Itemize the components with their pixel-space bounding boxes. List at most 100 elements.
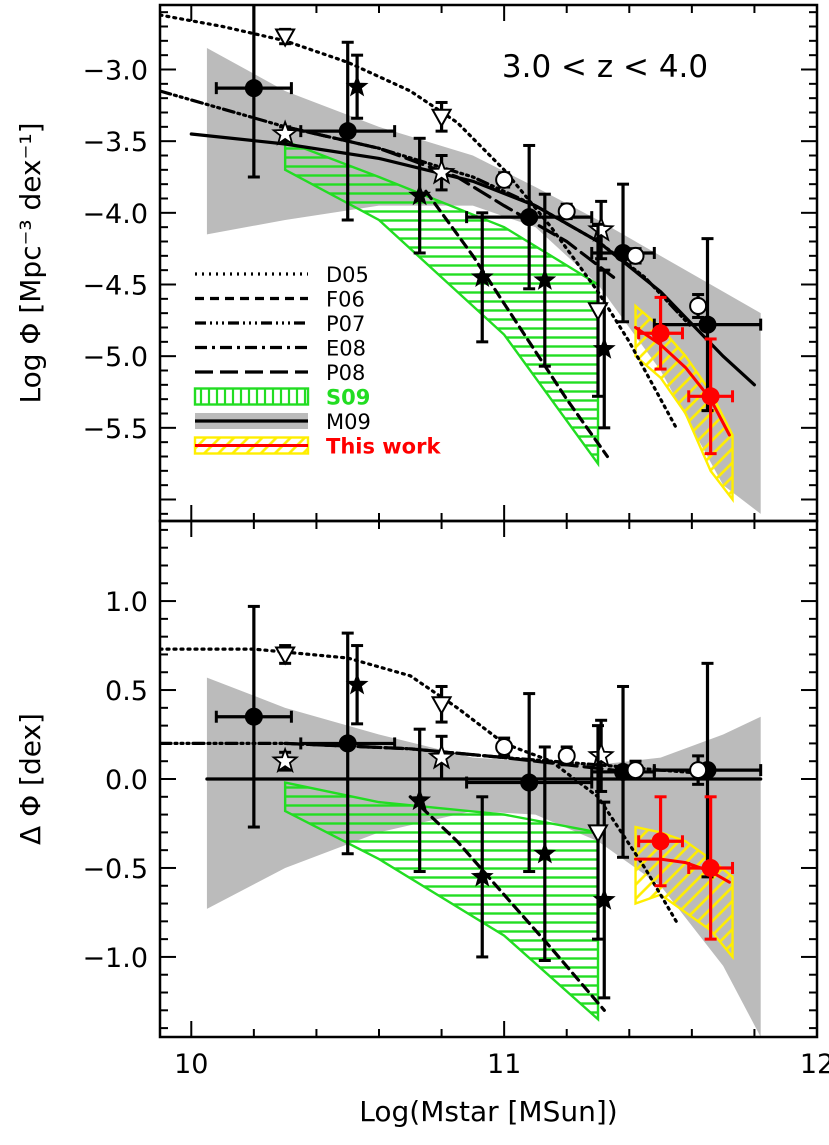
- legend-item-d05: D05: [195, 263, 369, 287]
- legend-label: D05: [326, 263, 369, 287]
- bottom-point-black-filled-stars-3: [533, 745, 557, 962]
- marker: [587, 741, 615, 768]
- top-point-black-filled-stars-0: [345, 53, 369, 120]
- bottom-point-black-filled-stars-0: [345, 644, 369, 726]
- marker: [701, 858, 720, 877]
- x-tick-label: 12: [800, 1049, 829, 1080]
- marker: [587, 824, 609, 844]
- plot-area: [160, 604, 763, 1037]
- marker: [587, 215, 615, 242]
- plot-area: [160, 5, 763, 514]
- bottom-point-black-filled-stars-4: [592, 800, 616, 1000]
- y-tick-label: 0.5: [105, 676, 148, 707]
- legend-label: P07: [326, 312, 365, 336]
- top-point-open-circles-1: [557, 202, 576, 221]
- marker: [274, 28, 296, 48]
- y-tick-label: 1.0: [105, 587, 148, 618]
- bottom-point-open-circles-0: [495, 736, 514, 758]
- bottom-curve-f06: [408, 795, 606, 1012]
- legend-item-p07: P07: [195, 312, 365, 336]
- bottom-y-axis-label: Δ Φ [dex]: [14, 713, 47, 845]
- y-tick-label: −1.0: [82, 943, 148, 974]
- marker: [244, 79, 263, 98]
- legend-item-m09: M09: [195, 410, 371, 434]
- legend-item-p08: P08: [195, 361, 365, 385]
- top-point-black-filled-stars-4: [592, 268, 616, 430]
- marker: [274, 646, 296, 666]
- top-point-open-circles-3: [689, 293, 708, 319]
- bottom-point-open-stars-1: [427, 734, 456, 781]
- marker: [427, 158, 456, 185]
- legend-item-s09: S09: [193, 386, 370, 410]
- legend-label: F06: [326, 288, 365, 312]
- bottom-point-open-triangles-0: [274, 644, 296, 666]
- x-tick-label: 10: [174, 1049, 208, 1080]
- legend-item-f06: F06: [195, 288, 365, 312]
- marker: [244, 707, 263, 726]
- y-tick-label: 0.0: [105, 765, 148, 796]
- marker: [520, 208, 539, 227]
- bottom-point-open-stars-0: [271, 746, 300, 774]
- marker: [557, 746, 576, 765]
- top-point-open-stars-1: [427, 154, 456, 192]
- bottom-point-black-filled-circles-0: [214, 604, 293, 829]
- top-point-black-filled-stars-3: [533, 192, 557, 368]
- top-point-open-stars-0: [271, 119, 300, 146]
- marker: [271, 119, 300, 146]
- marker: [430, 108, 453, 128]
- legend-label: P08: [326, 361, 365, 385]
- marker: [345, 74, 369, 97]
- top-y-axis-label: Log Φ [Mpc⁻³ dex⁻¹]: [14, 122, 47, 403]
- legend-label: S09: [326, 386, 370, 410]
- legend-label: This work: [326, 435, 441, 459]
- bottom-point-open-circles-3: [689, 754, 708, 786]
- bottom-point-open-triangles-2: [587, 724, 609, 941]
- marker: [338, 734, 357, 753]
- marker: [345, 672, 369, 695]
- marker: [338, 122, 357, 141]
- marker: [408, 788, 432, 811]
- top-point-black-filled-circles-1: [299, 40, 397, 222]
- top-point-open-triangles-1: [430, 100, 453, 133]
- top-point-open-stars-2: [587, 199, 615, 261]
- marker: [557, 202, 576, 221]
- y-tick-label: −4.5: [82, 271, 148, 302]
- legend-item-this-work: This work: [193, 435, 441, 459]
- marker: [430, 696, 453, 716]
- bottom-curve-this-work: [634, 857, 731, 884]
- bottom-point-black-filled-circles-1: [299, 631, 397, 856]
- marker: [470, 864, 494, 887]
- top-curve-f06: [424, 189, 609, 459]
- bottom-point-open-circles-1: [557, 745, 576, 767]
- y-tick-label: −5.0: [82, 342, 148, 373]
- top-point-black-filled-stars-1: [408, 136, 432, 255]
- bottom-curve-p08: [283, 741, 616, 772]
- marker: [689, 297, 708, 315]
- marker: [698, 315, 717, 334]
- marker: [701, 387, 720, 406]
- marker: [470, 265, 494, 287]
- marker: [626, 761, 645, 780]
- y-tick-label: −3.0: [82, 56, 148, 87]
- top-point-open-triangles-2: [587, 222, 609, 398]
- bottom-point-open-triangles-1: [430, 684, 453, 724]
- top-point-red-filled-circles-0: [637, 295, 684, 371]
- y-tick-label: −3.5: [82, 127, 148, 158]
- marker: [626, 246, 645, 265]
- marker: [495, 737, 514, 756]
- marker: [520, 773, 539, 792]
- y-tick-label: −5.5: [82, 414, 148, 445]
- top-point-red-filled-circles-1: [687, 337, 735, 456]
- x-tick-label: 11: [487, 1049, 521, 1080]
- legend-item-e08: E08: [195, 337, 366, 361]
- top-curve-m09: [189, 132, 756, 387]
- marker: [592, 888, 616, 910]
- bottom-point-black-filled-stars-1: [408, 727, 432, 874]
- marker: [427, 742, 456, 770]
- legend-label: E08: [326, 337, 366, 361]
- top-point-open-triangles-0: [274, 27, 296, 48]
- legend-label: M09: [326, 410, 371, 434]
- marker: [271, 746, 300, 774]
